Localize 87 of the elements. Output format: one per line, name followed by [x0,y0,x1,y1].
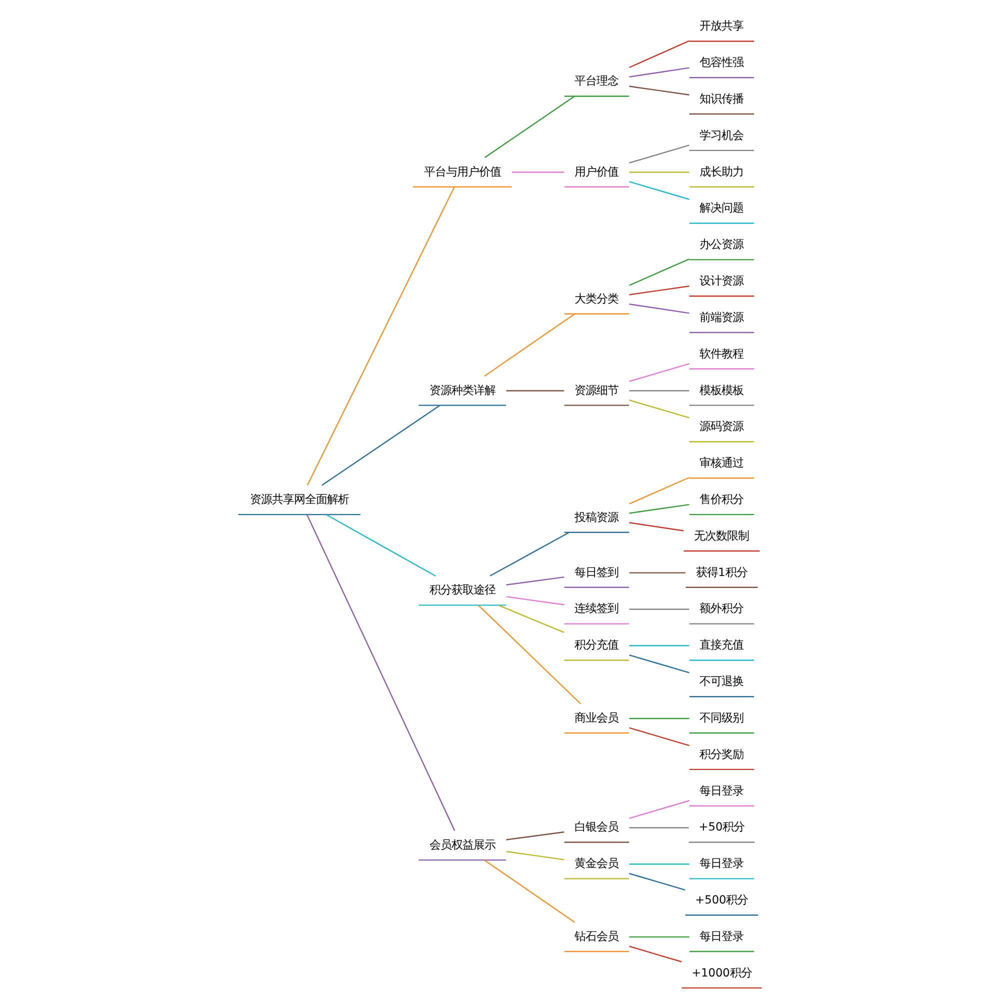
connector [484,313,575,377]
connector [506,831,564,840]
connector [629,572,686,574]
node-text: 黄金会员 [574,856,619,870]
node-text: 不可退换 [700,674,744,688]
connector [478,604,582,704]
node-text: 平台理念 [574,74,619,88]
connector [484,860,575,923]
node-text: 源码资源 [700,419,744,434]
connector [629,363,690,382]
node-text: 前端资源 [700,310,744,324]
connector [629,946,682,962]
connector [512,172,564,173]
node-text: 设计资源 [700,274,744,288]
connector [629,258,690,286]
node-text: 每日登录 [700,783,744,798]
connector [629,936,690,938]
connector [629,872,686,891]
connector [490,532,570,576]
node-text: +1000积分 [692,965,752,980]
node-text: 知识传播 [700,91,744,106]
node-text: 平台与用户价值 [424,164,501,178]
node-text: 白银会员 [574,820,619,834]
node-text: 积分充值 [574,638,619,652]
node-text: 包容性强 [700,55,744,70]
node-text: 无次数限制 [694,528,750,542]
node-text: 会员权益展示 [429,838,496,852]
node-text: 模板模板 [700,382,744,397]
connector [629,864,690,865]
connector [629,800,690,819]
connector [629,654,690,674]
node-text: 直接充值 [700,638,744,652]
connector [629,727,690,746]
connector [629,172,690,173]
node-text: 每日签到 [574,564,619,579]
connector [629,718,690,720]
node-text: 每日登录 [700,928,744,943]
connector [629,608,690,610]
node-text: 每日登录 [700,856,744,870]
connector [629,40,690,68]
connector [629,827,689,828]
connector [629,304,690,314]
connector [629,86,690,96]
connector [629,144,690,164]
node-text: 售价积分 [700,492,744,506]
connector [629,476,690,504]
connector [506,576,564,586]
node-text: 连续签到 [574,601,619,616]
node-text: 商业会员 [574,710,619,724]
node-text: 资源种类详解 [429,382,496,397]
node-text: 用户价值 [574,164,619,178]
connector [629,645,690,646]
node-text: 审核通过 [700,456,744,470]
node-text: 资源细节 [574,382,619,397]
node-text: 投稿资源 [574,510,619,524]
connector [506,390,564,392]
connector [506,850,564,860]
connector [306,514,456,831]
connector [498,604,564,634]
node-text: 钻石会员 [574,928,619,943]
connector [629,400,690,418]
connector [629,390,690,392]
node-text: 办公资源 [700,237,744,252]
connector [306,186,455,486]
node-text: 额外积分 [700,601,744,616]
connector [629,504,690,514]
connector [506,596,564,606]
node-text: 积分获取途径 [429,582,496,597]
connector [629,286,690,296]
node-text: 软件教程 [700,346,744,360]
connector [322,404,440,486]
connector [326,514,436,577]
node-text: 大类分类 [574,291,619,306]
node-text: 不同级别 [700,710,744,724]
connector [629,522,684,532]
node-text: 开放共享 [700,18,744,33]
connector [484,96,575,158]
node-text: 解决问题 [700,200,744,215]
node-text: 成长助力 [700,164,744,178]
node-text: 学习机会 [700,128,744,142]
connector [629,67,690,78]
node-text: +50积分 [698,820,745,834]
node-text: 积分奖励 [700,746,744,761]
connector [629,181,690,200]
node-text: 资源共享网全面解析 [250,492,349,506]
node-text: 获得1积分 [696,564,748,579]
node-text: +500积分 [695,892,748,907]
